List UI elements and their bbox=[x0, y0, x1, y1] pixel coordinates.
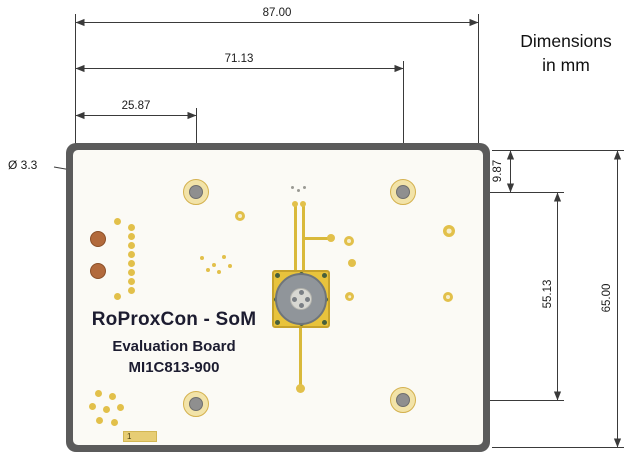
dim-label-top-to-hole: 9.87 bbox=[492, 159, 504, 183]
header-pin-pad bbox=[113, 292, 121, 300]
via-pad bbox=[443, 292, 453, 302]
header-pin-pad bbox=[113, 217, 121, 225]
via-pad bbox=[443, 225, 455, 237]
trace-top-a bbox=[294, 206, 297, 271]
units-note: Dimensions in mm bbox=[498, 30, 634, 77]
cluster-pad bbox=[110, 418, 118, 426]
silk-dot bbox=[297, 189, 300, 192]
trace-branch-pad bbox=[327, 234, 335, 242]
castellation-pad bbox=[275, 273, 280, 278]
via-dot bbox=[206, 268, 210, 272]
via-dot bbox=[200, 256, 204, 260]
header-pin-pad bbox=[127, 277, 135, 285]
trace-bottom-pad bbox=[296, 384, 305, 393]
cluster-pad bbox=[108, 392, 116, 400]
castellation-pad bbox=[322, 320, 327, 325]
castellation-pad bbox=[322, 273, 327, 278]
dim-label-width-to-hole2: 71.13 bbox=[224, 53, 254, 65]
hole-drill bbox=[189, 185, 203, 199]
board-part-number: MI1C813-900 bbox=[128, 359, 220, 376]
dim-label-width-to-hole1: 25.87 bbox=[121, 100, 151, 112]
sensor-pin bbox=[305, 296, 310, 302]
trace-branch bbox=[305, 237, 330, 240]
units-note-line1: Dimensions bbox=[520, 31, 612, 51]
castellation-pad bbox=[275, 320, 280, 325]
cluster-pad bbox=[95, 416, 103, 424]
dim-label-hole-span: 55.13 bbox=[542, 279, 554, 309]
dim-label-hole-diameter: Ø 3.3 bbox=[8, 158, 38, 172]
hole-drill bbox=[396, 393, 410, 407]
dim-label-width-total: 87.00 bbox=[262, 7, 292, 19]
ref-label: 1 bbox=[127, 432, 132, 441]
mounting-hole-top-right bbox=[390, 179, 416, 205]
via-pad bbox=[348, 259, 356, 267]
sensor-face bbox=[290, 288, 312, 310]
cluster-pad bbox=[88, 402, 96, 410]
header-pin-pad bbox=[127, 232, 135, 240]
dim-label-height-total: 65.00 bbox=[601, 283, 613, 313]
mounting-hole-top-left bbox=[183, 179, 209, 205]
cluster-pad bbox=[102, 405, 110, 413]
header-pin-pad bbox=[127, 286, 135, 294]
hole-drill bbox=[396, 185, 410, 199]
sensor-pin bbox=[298, 290, 304, 295]
header-pin-pad bbox=[127, 268, 135, 276]
header-pin-pad bbox=[127, 250, 135, 258]
mounting-hole-bottom-left bbox=[183, 391, 209, 417]
header-pin-pad bbox=[127, 241, 135, 249]
via-dot bbox=[212, 263, 216, 267]
trace-bottom bbox=[299, 328, 302, 386]
trace-top-cap-a bbox=[292, 201, 298, 207]
via-pad bbox=[344, 236, 354, 246]
silk-dot bbox=[303, 186, 306, 189]
hole-drill bbox=[189, 397, 203, 411]
mounting-hole-bottom-right bbox=[390, 387, 416, 413]
cluster-pad bbox=[94, 389, 102, 397]
silkscreen-text: RoProxCon - SoM Evaluation Board MI1C813… bbox=[74, 309, 274, 376]
pcb-board: RoProxCon - SoM Evaluation Board MI1C813… bbox=[66, 143, 490, 452]
via-pad bbox=[235, 211, 245, 221]
via-dot bbox=[217, 270, 221, 274]
via-dot bbox=[222, 255, 226, 259]
trace-top-cap-b bbox=[300, 201, 306, 207]
board-subtitle: Evaluation Board bbox=[112, 338, 236, 355]
silk-dot bbox=[291, 186, 294, 189]
board-title: RoProxCon - SoM bbox=[91, 309, 257, 330]
via-pad bbox=[345, 292, 354, 301]
copper-pad bbox=[90, 231, 106, 247]
via-dot bbox=[228, 264, 232, 268]
header-pin-pad bbox=[127, 223, 135, 231]
trace-top-b bbox=[302, 206, 305, 271]
sensor-pin bbox=[292, 296, 297, 302]
cluster-pad bbox=[116, 403, 124, 411]
copper-pad bbox=[90, 263, 106, 279]
sensor-pin bbox=[298, 303, 304, 308]
fiducial-ref-rect: 1 bbox=[123, 431, 157, 442]
header-pin-pad bbox=[127, 259, 135, 267]
units-note-line2: in mm bbox=[542, 54, 590, 75]
